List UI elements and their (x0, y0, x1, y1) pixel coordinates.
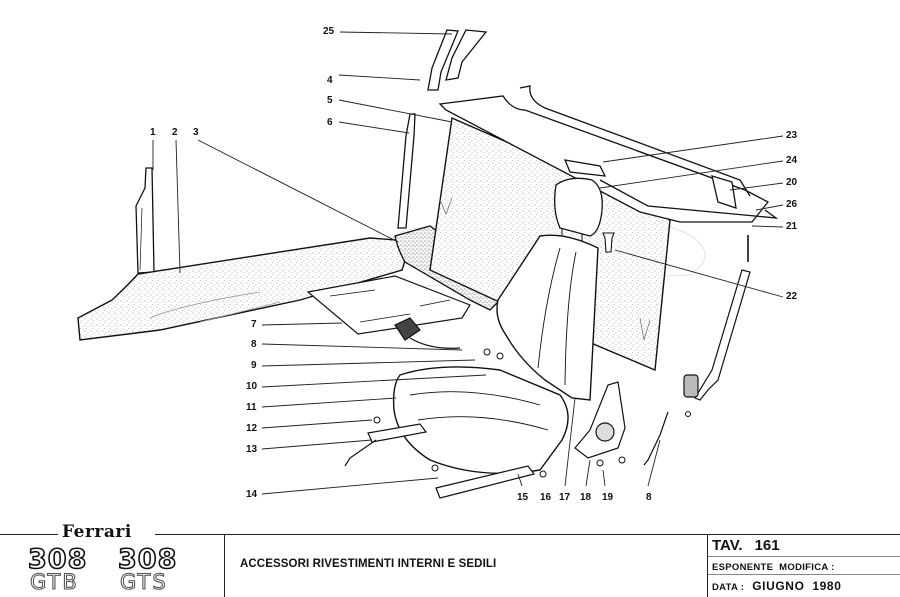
callout-13: 13 (246, 444, 258, 455)
callout-8-seat-belt: 8 (646, 492, 652, 503)
data-label: DATA : (712, 582, 745, 593)
part-1-pillar-trim (135, 167, 155, 274)
part-22-fastener (602, 232, 615, 253)
callout-2: 2 (172, 127, 178, 138)
callout-17: 17 (559, 492, 571, 503)
callout-6: 6 (327, 117, 333, 128)
part-18-recliner (574, 381, 626, 459)
callout-8-seat-belt-buckle: 8 (251, 339, 257, 350)
callout-3: 3 (193, 127, 199, 138)
part-6-pillar-trim (397, 113, 416, 229)
drawing-description: ACCESSORI RIVESTIMENTI INTERNI E SEDILI (240, 558, 497, 570)
callout-12: 12 (246, 423, 258, 434)
part-13-seat-rail (344, 423, 428, 467)
table-number-field: TAV. 161 (712, 537, 780, 554)
tav-label: TAV. (712, 537, 743, 554)
callout-1: 1 (150, 127, 156, 138)
hardware-bolts (373, 348, 691, 478)
leader-lines (152, 31, 784, 495)
callout-9: 9 (251, 360, 257, 371)
callout-21: 21 (786, 221, 798, 232)
callout-25: 25 (323, 26, 335, 37)
callout-26: 26 (786, 199, 798, 210)
part-7-floor-panel (306, 275, 471, 335)
part-25-pillar-trim (427, 29, 488, 91)
title-block-divider-2 (707, 534, 708, 597)
revision-field: ESPONENTE MODIFICA : (712, 562, 835, 573)
callout-24: 24 (786, 155, 798, 166)
data-value: GIUGNO 1980 (752, 579, 842, 593)
title-block-divider-1 (224, 534, 225, 597)
part-11-seat-cushion (392, 366, 569, 475)
callout-14: 14 (246, 489, 258, 500)
part-8-seat-belt (394, 235, 751, 466)
part-15-seat-rail (435, 465, 536, 499)
callout-5: 5 (327, 95, 333, 106)
callout-18: 18 (580, 492, 592, 503)
callout-16: 16 (540, 492, 552, 503)
model-number-gts: 308 (117, 544, 178, 575)
callout-19: 19 (602, 492, 614, 503)
model-number-gtb: 308 (27, 544, 88, 575)
callout-20: 20 (786, 177, 798, 188)
callout-4: 4 (327, 75, 333, 86)
date-field: DATA : GIUGNO 1980 (712, 579, 841, 593)
callout-15: 15 (517, 492, 529, 503)
ferrari-logo: Ferrari (62, 522, 132, 542)
title-block-row-rule-1 (708, 556, 900, 557)
exploded-parts-drawing (77, 29, 784, 499)
esponente-label: ESPONENTE MODIFICA : (712, 562, 835, 573)
model-variant-gtb: GTB (29, 570, 79, 594)
part-17-seat-back (496, 234, 599, 401)
callout-11: 11 (246, 402, 257, 413)
tav-number: 161 (754, 537, 780, 554)
title-block-row-rule-2 (708, 574, 900, 575)
callout-10: 10 (246, 381, 258, 392)
callout-7: 7 (251, 319, 257, 330)
callout-23: 23 (786, 130, 798, 141)
title-block-rule-top (155, 534, 900, 535)
model-variant-gts: GTS (119, 570, 168, 594)
callout-22: 22 (786, 291, 798, 302)
part-20-rear-shelf-trim (438, 85, 779, 223)
title-block-rule-left (0, 534, 58, 535)
